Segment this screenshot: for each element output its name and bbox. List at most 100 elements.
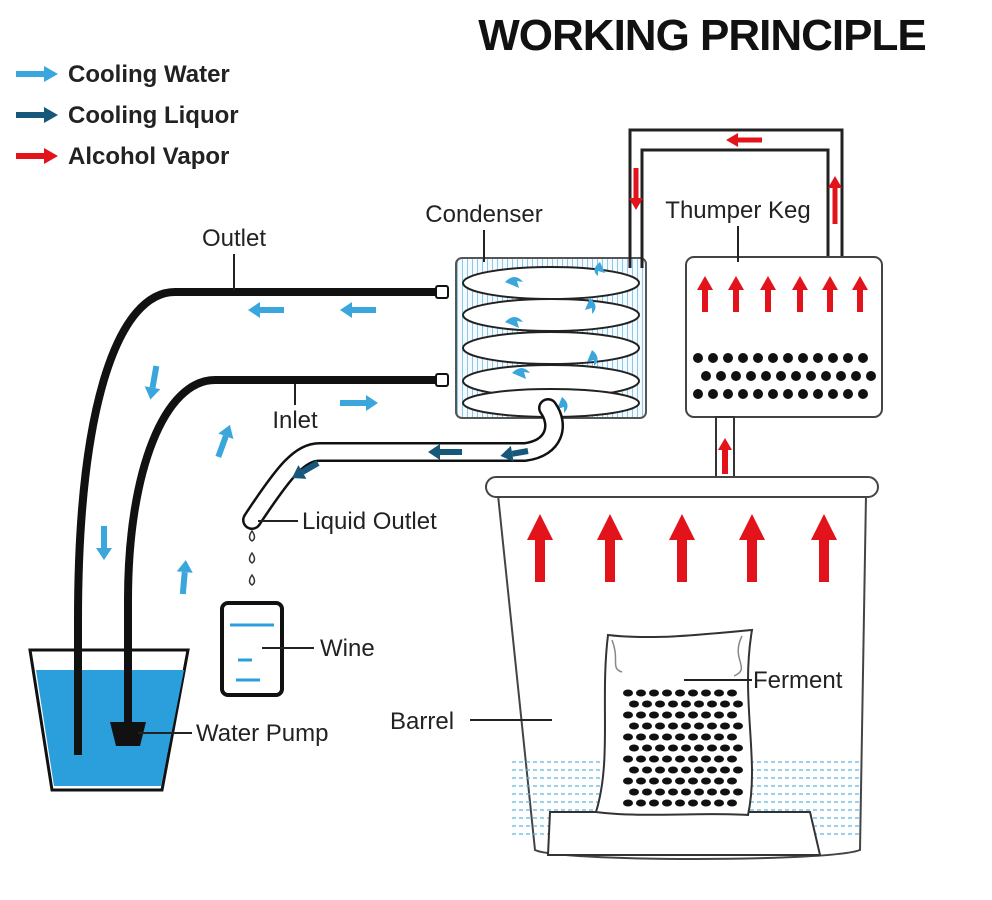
ferment-grain [701,777,711,785]
ferment-grain [707,722,717,730]
ferment-grain [681,766,691,774]
keg-bead [753,353,763,363]
keg-bead [708,389,718,399]
liquor-outlet-tube [242,398,564,530]
ferment-grain [636,689,646,697]
cooling-liquor-label: Cooling Liquor [68,102,239,129]
keg-bead [723,353,733,363]
keg-bead [716,371,726,381]
keg-bead [828,389,838,399]
water-hoses [74,285,449,755]
ferment-grain [701,689,711,697]
inlet-label: Inlet [272,407,318,434]
ferment-grain [649,799,659,807]
alcohol-vapor-legend-item: Alcohol Vapor [16,143,229,170]
ferment-grain [694,722,704,730]
keg-bead [753,389,763,399]
ferment-grain [662,777,672,785]
ferment-grain [668,722,678,730]
keg-bead [738,353,748,363]
ferment-grain [733,722,743,730]
red-arrow-icon [16,148,58,164]
ferment-grain [733,700,743,708]
ferment-grain [720,744,730,752]
ferment-grain [629,788,639,796]
outlet-label: Outlet [202,225,266,252]
ferment-grain [720,766,730,774]
ferment-grain [668,788,678,796]
alcohol-vapor-label: Alcohol Vapor [68,143,229,170]
ferment-bag [594,628,754,817]
keg-bead [768,389,778,399]
ferment-grain [714,777,724,785]
ferment-grain [688,777,698,785]
water-pump-label: Water Pump [196,720,328,747]
water-bucket [28,648,190,792]
labels: Condenser Thumper Keg Outlet Inlet Liqui… [138,197,843,747]
ferment-grain [649,777,659,785]
ferment-grain [733,788,743,796]
ferment-grain [675,755,685,763]
ferment-grain [714,689,724,697]
liquid-outlet-label: Liquid Outlet [302,508,437,535]
ferment-grain [662,755,672,763]
keg-bead [798,353,808,363]
ferment-grain [707,744,717,752]
cooling-liquor-legend-item: Cooling Liquor [16,102,239,129]
keg-bead [828,353,838,363]
ferment-grain [681,744,691,752]
ferment-grain [714,755,724,763]
ferment-grain [675,777,685,785]
ferment-grain [714,711,724,719]
ferment-grain [629,766,639,774]
ferment-grain [688,755,698,763]
keg-bead [851,371,861,381]
ferment-grain [668,700,678,708]
keg-bead [723,389,733,399]
ferment-grain [629,700,639,708]
ferment-grain [688,733,698,741]
keg-bead [783,389,793,399]
ferment-grain [636,711,646,719]
ferment-grain [720,788,730,796]
keg-bead [858,389,868,399]
light-blue-arrow-icon [16,66,58,82]
ferment-grain [642,766,652,774]
legend: Cooling Water Cooling Liquor Alcohol Vap… [16,61,239,170]
ferment-grain [694,788,704,796]
keg-bead [693,353,703,363]
ferment-grain [642,700,652,708]
cooling-water-arrows [96,302,378,595]
dark-blue-arrow-icon [16,107,58,123]
ferment-grain [642,744,652,752]
ferment-grain [623,733,633,741]
ferment-grain [642,722,652,730]
keg-bead [813,353,823,363]
ferment-grain [623,689,633,697]
keg-bead [798,389,808,399]
keg-bead [858,353,868,363]
cooling-water-legend-item: Cooling Water [16,61,230,88]
condenser-label: Condenser [425,201,542,228]
cooling-water-label: Cooling Water [68,61,230,88]
ferment-grain [694,744,704,752]
ferment-grain [655,788,665,796]
ferment-grain [720,722,730,730]
ferment-grain [629,744,639,752]
keg-bead [746,371,756,381]
keg-bead [813,389,823,399]
barrel-label: Barrel [390,708,454,735]
liquid-drops [248,529,256,586]
ferment-grain [701,755,711,763]
ferment-grain [675,711,685,719]
ferment-grain [688,711,698,719]
ferment-grain [727,755,737,763]
ferment-grain [727,799,737,807]
ferment-grain [727,689,737,697]
ferment-grain [701,799,711,807]
ferment-grain [655,744,665,752]
keg-bead [843,353,853,363]
ferment-grain [681,722,691,730]
keg-bead [701,371,711,381]
